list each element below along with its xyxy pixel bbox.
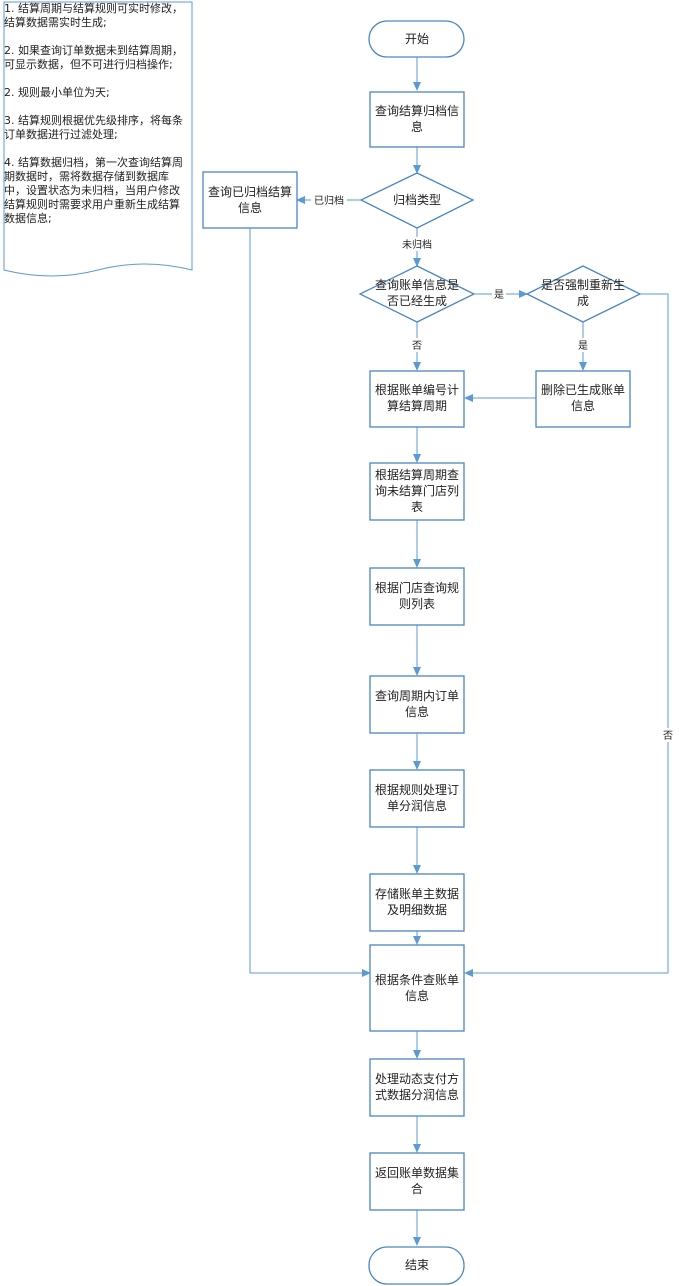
box-query-archive [369,91,465,148]
node-store-data: 存储账单主数据及明细数据 [375,886,459,917]
node-force-regen: 是否强制重新生成 [541,277,625,308]
box-process-payment [369,1058,465,1117]
box-query-stores [369,462,465,521]
node-process-payment: 处理动态支付方式数据分润信息 [375,1071,459,1102]
box-query-bill [369,944,465,1032]
node-query-archived: 查询已归档结算信息 [208,184,292,215]
note-line: 4. 结算数据归档，第一次查询结算周期数据时，需将数据存储到数据库中，设置状态为… [4,156,183,225]
box-store-data [369,873,465,932]
box-query-archived [202,171,298,229]
label-archived: 已归档 [314,194,344,207]
edge-force-no [464,293,669,977]
node-archive-type: 归档类型 [393,193,441,207]
node-return-data: 返回账单数据集合 [375,1165,459,1196]
box-process-orders [369,769,465,828]
note-line: 1. 结算周期与结算规则可实时修改，结算数据需实时生成; [4,2,183,29]
node-calc-period: 根据账单编号计算结算周期 [375,382,459,413]
label-yes-generated: 是 [494,289,504,301]
node-process-orders: 根据规则处理订单分润信息 [375,782,459,813]
box-query-orders [369,675,465,734]
decision-force-regen [525,265,642,323]
start-terminal [368,20,465,58]
box-delete-bill [535,370,631,428]
node-query-bill: 根据条件查账单信息 [375,973,459,1003]
node-delete-bill: 删除已生成账单信息 [541,382,625,413]
node-end: 结束 [405,1258,429,1272]
note-shape [3,1,193,277]
note-line: 2. 规则最小单位为天; [4,86,110,99]
node-query-stores: 根据结算周期查询未结算门店列表 [375,467,459,514]
node-bill-generated: 查询账单信息是否已经生成 [375,277,459,308]
end-terminal [368,1246,465,1285]
decision-bill-generated [358,265,476,323]
node-query-archive: 查询结算归档信息 [375,103,459,134]
box-calc-period [369,370,465,428]
label-no-force: 否 [663,730,673,742]
box-return-data [369,1152,465,1211]
note-line: 3. 结算规则根据优先级排序，将每条订单数据进行过滤处理; [4,114,183,141]
label-not-archived: 未归档 [402,238,432,251]
note-line: 2. 如果查询订单数据未到结算周期，可显示数据，但不可进行归档操作; [4,44,183,71]
node-query-rules: 根据门店查询规则列表 [375,580,459,611]
label-no-generated: 否 [412,340,422,352]
box-query-rules [369,567,465,626]
decision-archive-type [359,172,475,229]
node-query-orders: 查询周期内订单信息 [375,689,459,719]
edge-archived-querybill [249,228,371,977]
node-start: 开始 [405,32,429,46]
label-yes-force: 是 [578,340,588,352]
requirements-note: 1. 结算周期与结算规则可实时修改，结算数据需实时生成; 2. 如果查询订单数据… [4,2,186,240]
